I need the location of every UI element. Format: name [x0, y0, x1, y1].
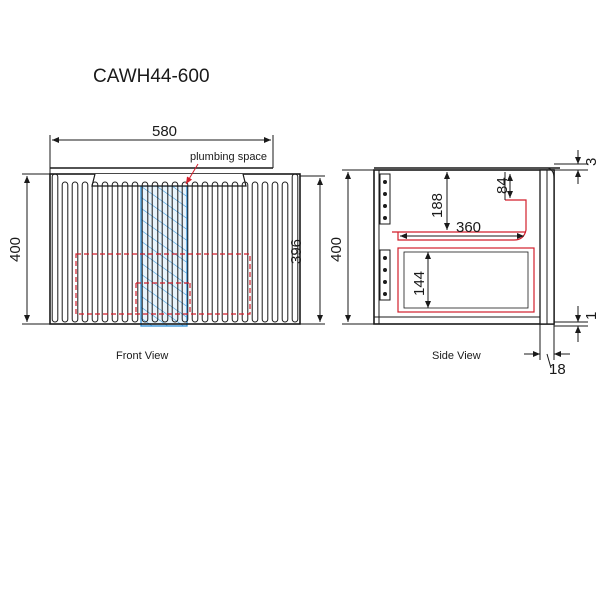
bracket-hole: [383, 256, 387, 260]
front-view: 580 plumbing space 400 396 Front View: [7, 123, 325, 362]
front-right-height-label: 396: [288, 239, 305, 264]
side-depth-label: 360: [456, 219, 481, 236]
front-slat: [81, 181, 89, 323]
bracket-hole: [383, 180, 387, 184]
side-lower-bracket: [379, 249, 391, 301]
front-slat: [51, 173, 59, 323]
front-left-height-label: 400: [7, 237, 24, 262]
front-slat: [141, 181, 149, 323]
side-height-label: 400: [328, 237, 345, 262]
front-slat: [211, 181, 219, 323]
front-slat: [281, 181, 289, 323]
bracket-hole: [383, 280, 387, 284]
front-slat: [151, 181, 159, 323]
front-slat: [291, 173, 299, 323]
side-cabinet-body: [373, 169, 555, 325]
front-slat: [181, 181, 189, 323]
plumbing-space-area: [140, 185, 188, 327]
plumbing-space-label: plumbing space: [190, 151, 267, 163]
side-lower-drawer-inner: [403, 251, 529, 309]
side-lower-drawer-outline: [397, 247, 535, 313]
side-bracket-holes: [383, 180, 387, 296]
side-thickness-label: 18: [549, 361, 566, 378]
front-slats: [51, 173, 299, 323]
side-view: 84 188 360 144 400 3 1 18 Side: [328, 150, 600, 378]
bracket-hole: [383, 268, 387, 272]
front-slat: [101, 181, 109, 323]
front-slat: [191, 181, 199, 323]
front-slat: [91, 181, 99, 323]
side-drawer2-label: 144: [411, 271, 428, 296]
front-slat: [161, 181, 169, 323]
side-cutout-label: 84: [494, 177, 511, 194]
front-width-label: 580: [152, 123, 177, 140]
bracket-hole: [383, 204, 387, 208]
front-view-caption: Front View: [116, 350, 168, 362]
basin-bowl-outline: [91, 173, 247, 187]
front-slat: [201, 181, 209, 323]
front-slat: [131, 181, 139, 323]
side-view-caption: Side View: [432, 350, 481, 362]
side-drawer1-label: 188: [429, 193, 446, 218]
drawing-title: CAWH44-600: [93, 66, 210, 87]
front-slat: [271, 181, 279, 323]
front-slat: [71, 181, 79, 323]
side-topgap-label: 3: [583, 158, 600, 166]
front-slat: [121, 181, 129, 323]
bracket-hole: [383, 216, 387, 220]
front-slat: [171, 181, 179, 323]
bracket-hole: [383, 292, 387, 296]
front-slat: [231, 181, 239, 323]
bracket-hole: [383, 192, 387, 196]
side-botgap-label: 1: [583, 312, 600, 320]
front-slat: [251, 181, 259, 323]
side-upper-bracket: [379, 173, 391, 225]
side-front-panel-top-curve: [540, 167, 555, 179]
front-slat: [221, 181, 229, 323]
front-slat: [261, 181, 269, 323]
front-slat: [61, 181, 69, 323]
front-slat: [241, 181, 249, 323]
front-slat: [111, 181, 119, 323]
front-drawer-hidden-outline: [75, 253, 251, 315]
side-thickness-leader: [546, 353, 552, 369]
plumbing-space-leader: [185, 163, 199, 185]
